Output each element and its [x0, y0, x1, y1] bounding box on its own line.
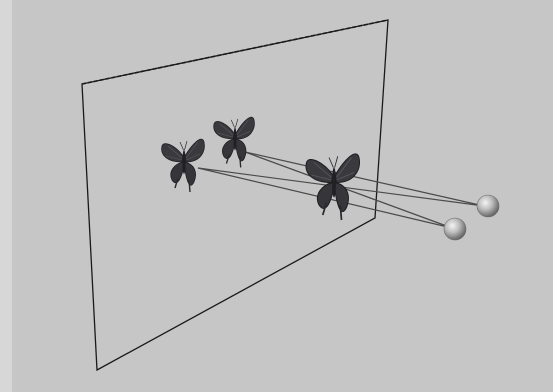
butterfly-object: [306, 154, 359, 220]
plane-top-edge: [82, 20, 388, 84]
viewpoint-sphere-left: [444, 218, 466, 240]
butterfly-left-image: [162, 139, 205, 192]
butterfly-right-image: [214, 117, 255, 167]
viewpoint-sphere-right: [477, 195, 499, 217]
